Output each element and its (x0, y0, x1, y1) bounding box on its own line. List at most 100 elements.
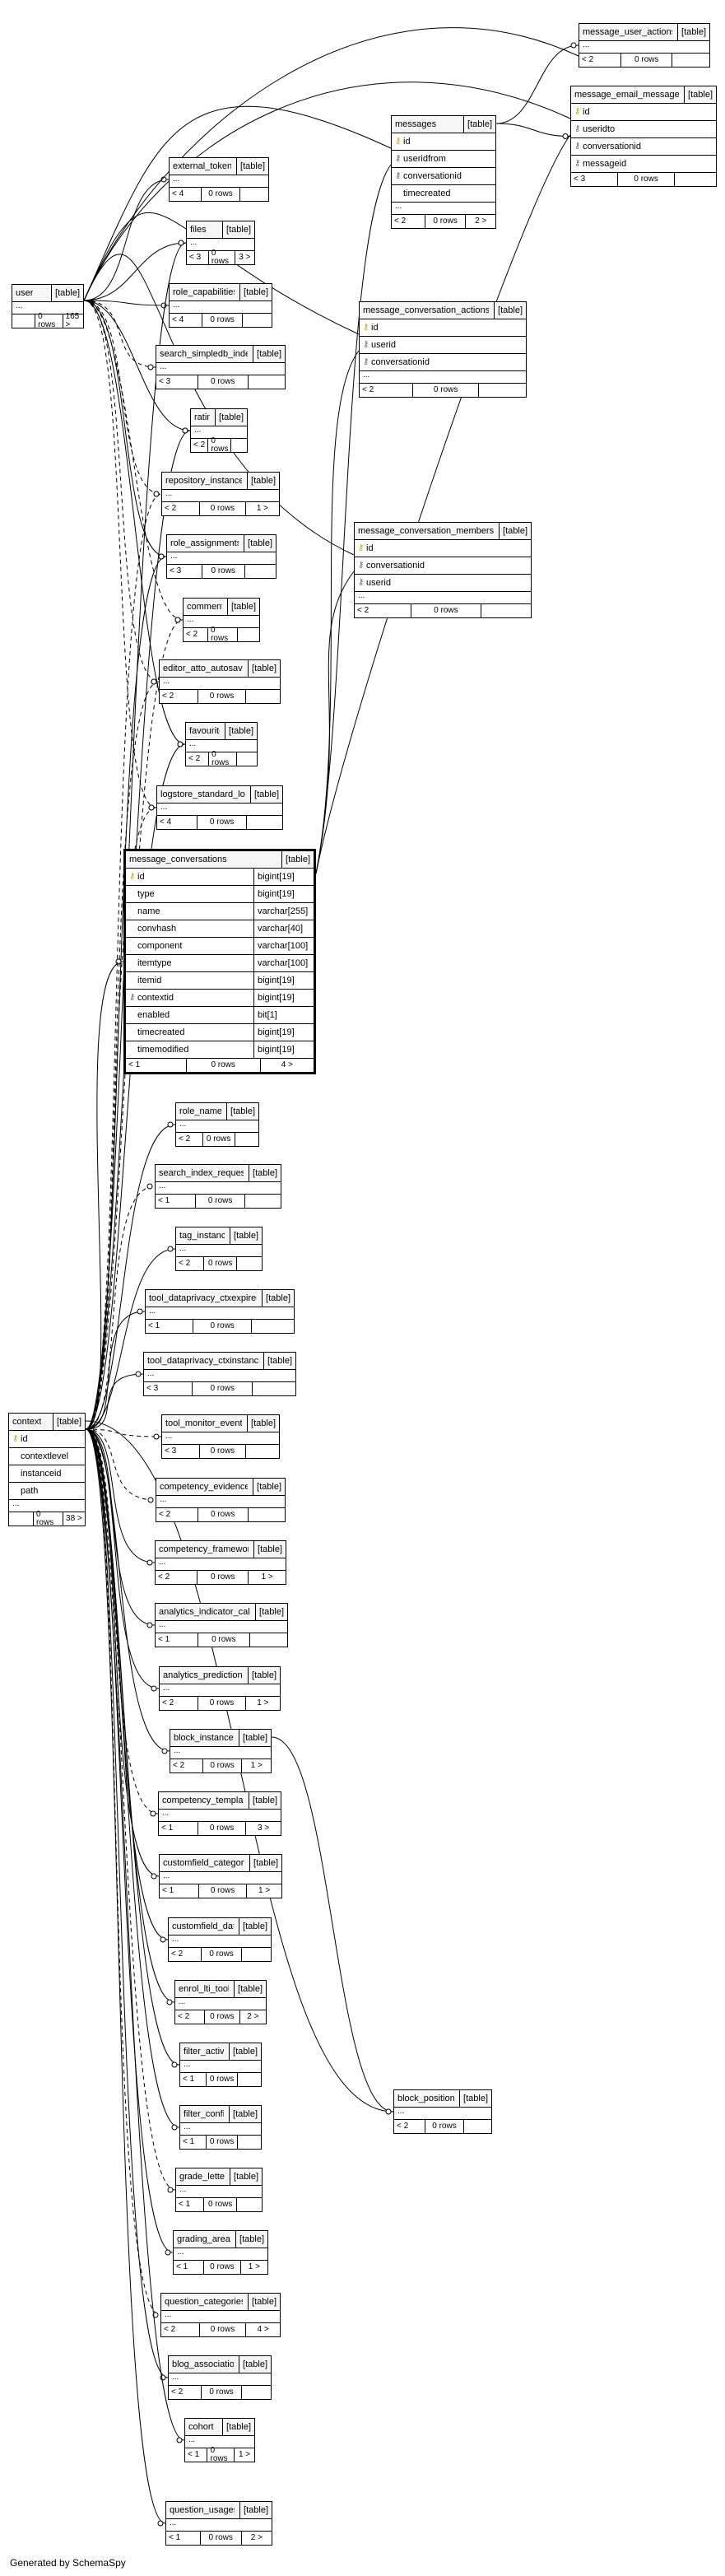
table-name[interactable]: tool_dataprivacy_ctxinstance (147, 1356, 259, 1366)
children-count[interactable]: 38 > (62, 1512, 85, 1526)
parents-count[interactable]: < 1 (158, 1635, 170, 1644)
children-count[interactable]: 165 > (62, 313, 83, 329)
children-count[interactable] (246, 816, 282, 829)
table-tag_instance[interactable]: tag_instance[table]...< 20 rows (175, 1227, 263, 1271)
parents-count[interactable]: < 1 (162, 1886, 174, 1895)
table-name[interactable]: editor_atto_autosave (163, 664, 244, 673)
children-count[interactable] (234, 1133, 258, 1146)
table-messages[interactable]: messages[table]⚷id⚷useridfrom⚷conversati… (391, 115, 496, 229)
table-name[interactable]: role_names (179, 1106, 222, 1116)
children-count[interactable]: 3 > (245, 1822, 281, 1835)
parents-count[interactable]: < 2 (158, 1572, 170, 1581)
parents-count[interactable]: < 1 (161, 1824, 174, 1833)
table-name[interactable]: question_categories (165, 2297, 244, 2307)
parents-count[interactable]: < 2 (178, 2012, 190, 2021)
table-name[interactable]: logstore_standard_log (160, 790, 246, 799)
table-name[interactable]: search_simpledb_index (160, 349, 249, 359)
parents-count[interactable]: < 1 (148, 1321, 160, 1330)
table-name[interactable]: analytics_indicator_calc (159, 1607, 251, 1617)
children-count[interactable] (237, 2136, 261, 2149)
children-count[interactable]: 2 > (239, 2010, 266, 2024)
table-name[interactable]: grade_letters (179, 2172, 225, 2182)
table-name[interactable]: tool_dataprivacy_ctxexpired (149, 1293, 258, 1303)
parents-count[interactable]: < 2 (179, 1259, 191, 1268)
children-count[interactable] (239, 188, 268, 201)
parents-count[interactable]: < 2 (397, 2122, 409, 2131)
table-name[interactable]: message_conversation_actions (363, 305, 490, 315)
children-count[interactable] (241, 314, 272, 327)
table-name[interactable]: message_user_actions (583, 27, 673, 37)
parents-count[interactable]: < 2 (357, 606, 369, 615)
children-count[interactable]: 1 > (241, 1759, 271, 1772)
children-count[interactable] (236, 628, 259, 641)
table-name[interactable]: favourite (189, 726, 220, 736)
children-count[interactable]: 1 > (248, 1571, 286, 1584)
children-count[interactable]: 1 > (246, 1884, 281, 1898)
table-comments[interactable]: comments[table]...< 20 rows (183, 598, 260, 643)
table-name[interactable]: user (16, 288, 34, 298)
table-name[interactable]: message_conversation_members (358, 526, 495, 536)
table-name[interactable]: enrol_lti_tools (179, 1984, 229, 1994)
table-name[interactable]: rating (194, 412, 211, 422)
parents-count[interactable]: < 3 (574, 175, 586, 184)
parents-count[interactable]: < 1 (183, 2075, 195, 2084)
table-name[interactable]: cohort (188, 2422, 214, 2432)
table-favourite[interactable]: favourite[table]...< 20 rows (185, 722, 258, 767)
table-name[interactable]: competency_template (162, 1796, 244, 1805)
children-count[interactable] (244, 690, 280, 703)
parents-count[interactable]: < 2 (162, 692, 174, 701)
children-count[interactable] (240, 2386, 271, 2399)
parents-count[interactable]: < 2 (159, 1510, 171, 1519)
table-name[interactable]: context (12, 1417, 42, 1427)
children-count[interactable] (235, 752, 257, 766)
children-count[interactable]: 1 > (234, 2448, 254, 2462)
table-rating[interactable]: rating[table]...< 20 rows (190, 408, 248, 454)
table-role_names[interactable]: role_names[table]...< 20 rows (175, 1102, 259, 1147)
children-count[interactable]: 1 > (239, 2261, 267, 2274)
children-count[interactable] (240, 1948, 271, 1961)
parents-count[interactable]: < 1 (169, 2533, 181, 2542)
table-filter_config[interactable]: filter_config[table]...< 10 rows (179, 2105, 262, 2150)
parents-count[interactable]: < 2 (173, 1761, 185, 1770)
parents-count[interactable]: < 2 (188, 754, 201, 763)
parents-count[interactable]: < 2 (362, 385, 374, 394)
table-name[interactable]: role_capabilities (173, 287, 235, 297)
parents-count[interactable]: < 4 (160, 818, 172, 827)
parents-count[interactable]: < 3 (189, 253, 202, 262)
parents-count[interactable]: < 2 (164, 2325, 176, 2334)
children-count[interactable] (244, 1195, 281, 1208)
table-name[interactable]: comments (187, 602, 222, 612)
children-count[interactable]: 1 > (244, 1697, 280, 1710)
table-name[interactable]: tool_monitor_events (165, 1418, 243, 1428)
parents-count[interactable]: < 2 (165, 504, 177, 513)
children-count[interactable] (480, 604, 531, 617)
parents-count[interactable]: < 2 (171, 1949, 184, 1959)
table-name[interactable]: role_assignments (170, 538, 239, 548)
table-name[interactable]: filter_active (184, 2047, 225, 2057)
table-name[interactable]: customfield_category (163, 1858, 245, 1868)
parents-count[interactable]: < 1 (128, 1060, 141, 1069)
parents-count[interactable]: < 2 (179, 1134, 191, 1144)
table-name[interactable]: block_positions (397, 2094, 455, 2103)
parents-count[interactable]: < 2 (162, 1698, 174, 1707)
table-name[interactable]: search_index_requests (159, 1168, 244, 1178)
children-count[interactable]: 4 > (259, 1059, 314, 1072)
parents-count[interactable]: < 1 (176, 2262, 188, 2271)
table-name[interactable]: grading_areas (177, 2234, 231, 2244)
